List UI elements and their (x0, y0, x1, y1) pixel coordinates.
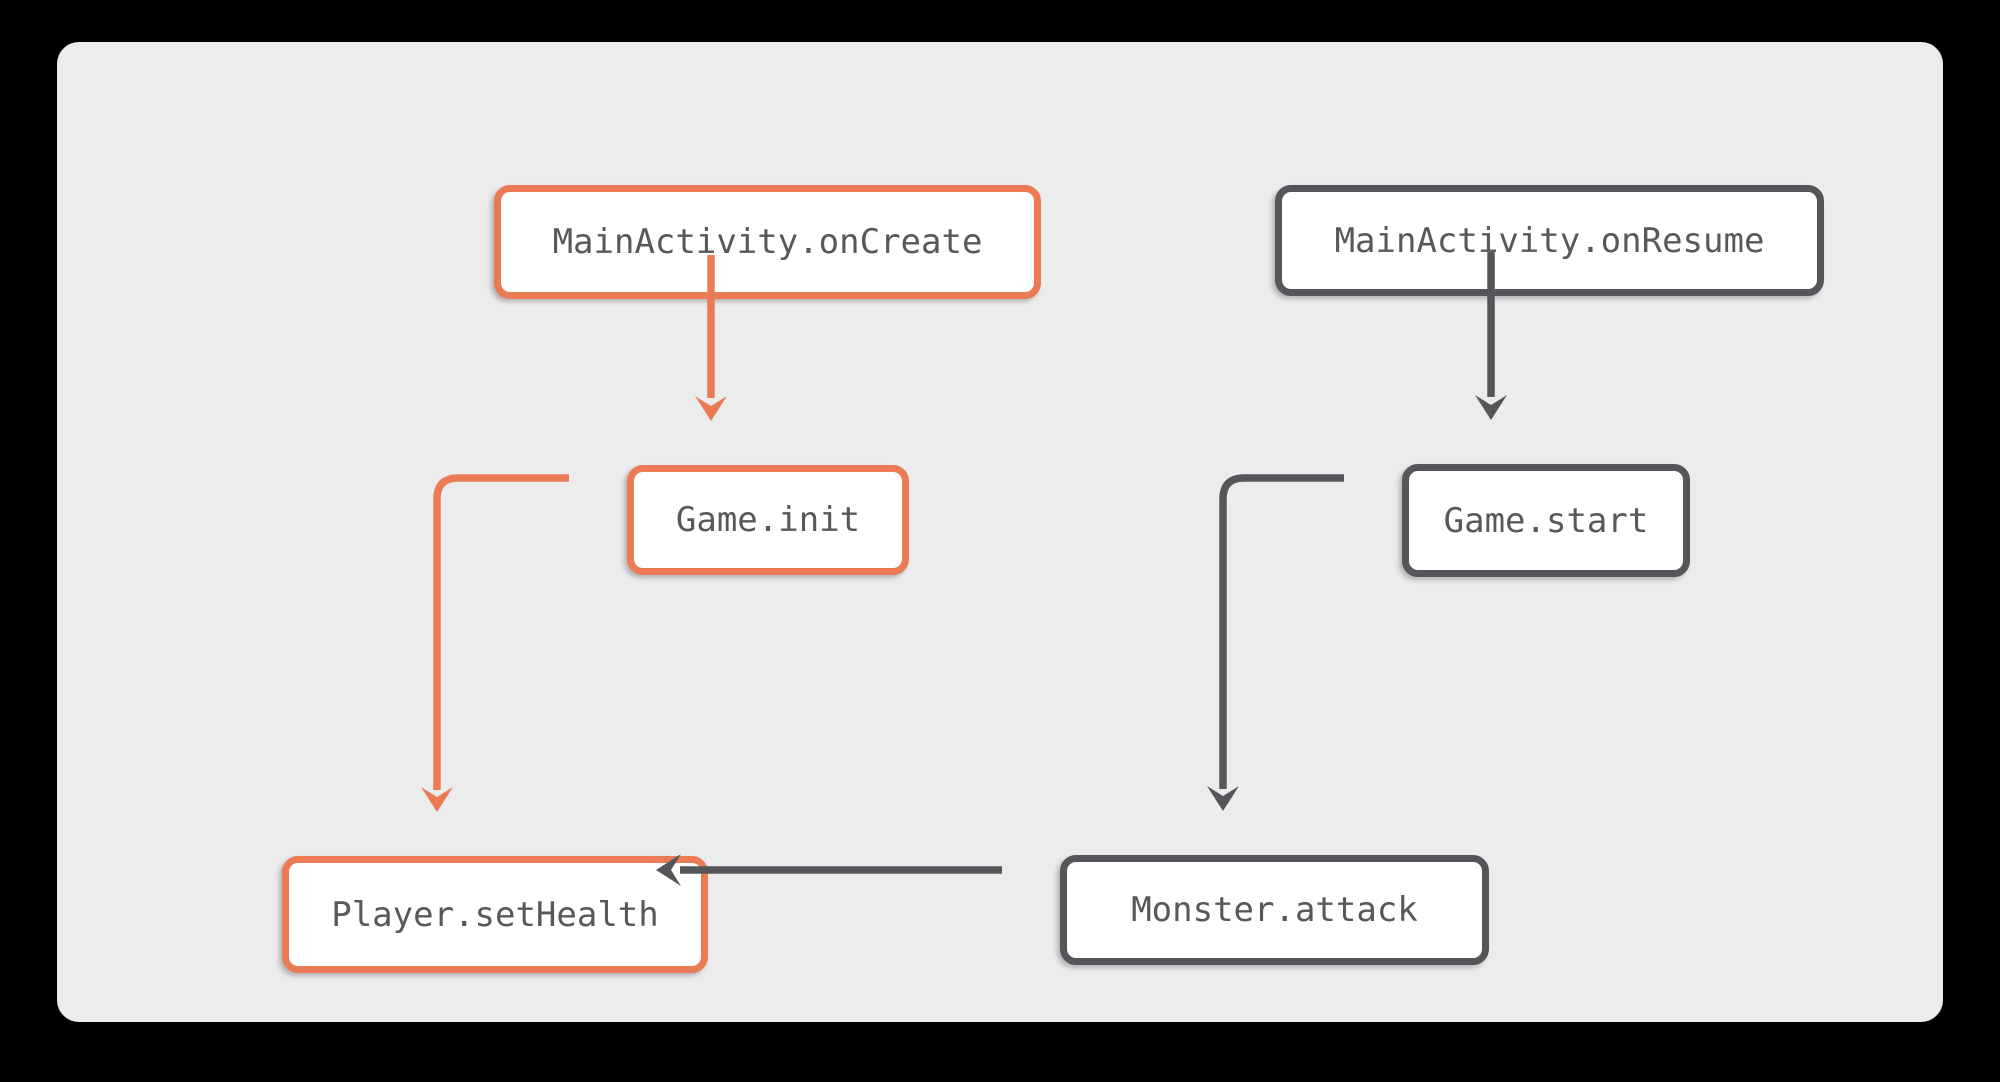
node-mainactivity-onresume: MainActivity.onResume (1275, 185, 1824, 296)
node-label: Player.setHealth (331, 894, 659, 935)
node-player-sethealth: Player.setHealth (282, 856, 708, 973)
node-label: Monster.attack (1131, 890, 1418, 930)
node-game-start: Game.start (1402, 464, 1690, 577)
node-label: Game.start (1443, 500, 1649, 541)
node-game-init: Game.init (627, 465, 909, 575)
node-label: MainActivity.onResume (1334, 220, 1765, 261)
node-label: Game.init (675, 500, 861, 540)
node-mainactivity-oncreate: MainActivity.onCreate (494, 185, 1041, 299)
diagram-panel: MainActivity.onCreate MainActivity.onRes… (57, 42, 1943, 1022)
node-label: MainActivity.onCreate (552, 222, 983, 262)
node-monster-attack: Monster.attack (1060, 855, 1489, 965)
